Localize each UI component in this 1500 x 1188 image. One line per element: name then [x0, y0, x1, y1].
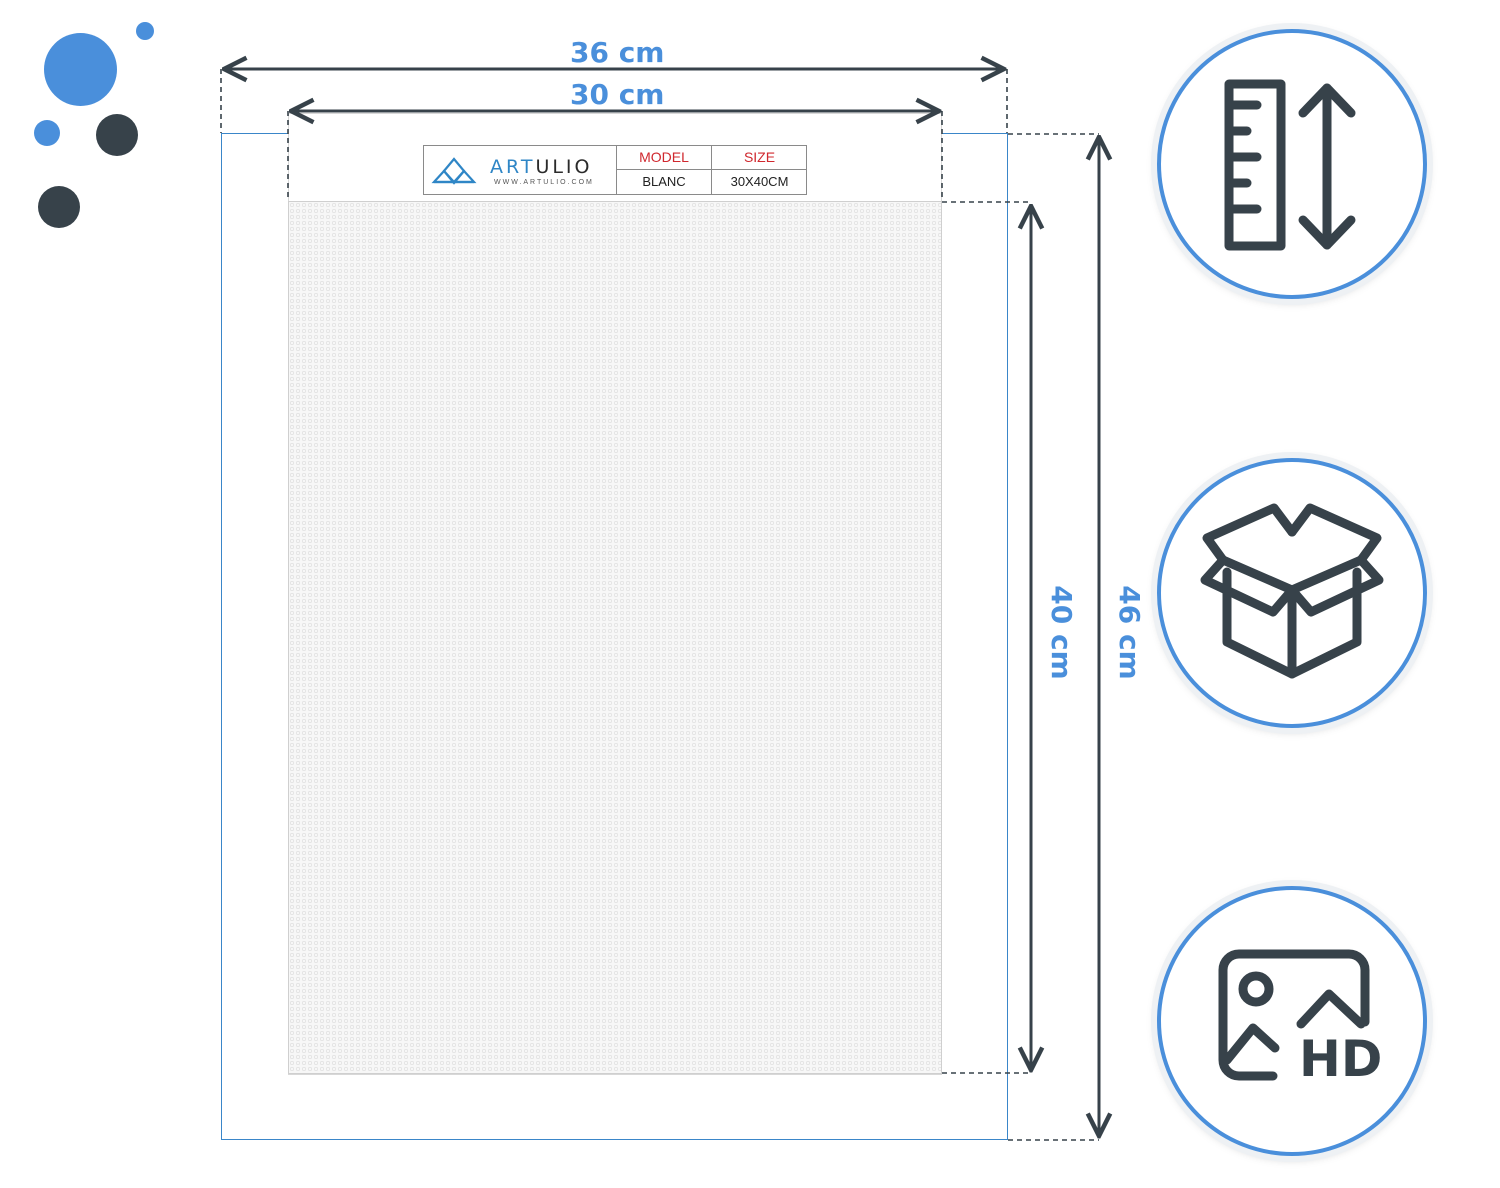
hd-quality-badge: HD: [1157, 886, 1427, 1156]
decor-dot-small-blue-top: [136, 22, 154, 40]
hd-image-icon: HD: [1218, 949, 1382, 1088]
artulio-logo-icon: [431, 157, 477, 185]
size-badge: [1157, 29, 1427, 299]
dot-grid-area: [288, 201, 942, 1074]
brand-prefix: ART: [490, 156, 536, 178]
size-value: 30X40CM: [730, 174, 789, 189]
size-header: SIZE: [743, 149, 776, 165]
svg-text:HD: HD: [1299, 1030, 1382, 1088]
model-header: MODEL: [639, 149, 689, 165]
brand-suffix: ULIO: [535, 156, 593, 178]
inner-height-label: 40 cm: [1044, 585, 1078, 680]
product-label: ARTULIO WWW.ARTULIO.COM MODEL SIZE BLANC…: [423, 145, 807, 195]
open-box-icon: [1200, 503, 1384, 679]
decor-dot-dark-right: [96, 114, 138, 156]
outer-height-label: 46 cm: [1112, 585, 1146, 680]
brand-website: WWW.ARTULIO.COM: [494, 179, 594, 186]
inner-width-label: 30 cm: [570, 78, 665, 111]
outer-width-label: 36 cm: [570, 36, 665, 69]
packaging-badge: [1157, 458, 1427, 728]
model-value: BLANC: [642, 174, 686, 189]
decor-dot-small-blue-left: [34, 120, 60, 146]
brand-name: ARTULIO: [490, 156, 593, 178]
ruler-arrow-icon: [1224, 79, 1356, 251]
decor-dot-dark-bottom: [38, 186, 80, 228]
decor-dot-large-blue: [44, 33, 117, 106]
label-table: MODEL SIZE BLANC 30X40CM: [616, 146, 807, 194]
table-divider: [617, 169, 807, 170]
table-divider: [711, 146, 712, 194]
